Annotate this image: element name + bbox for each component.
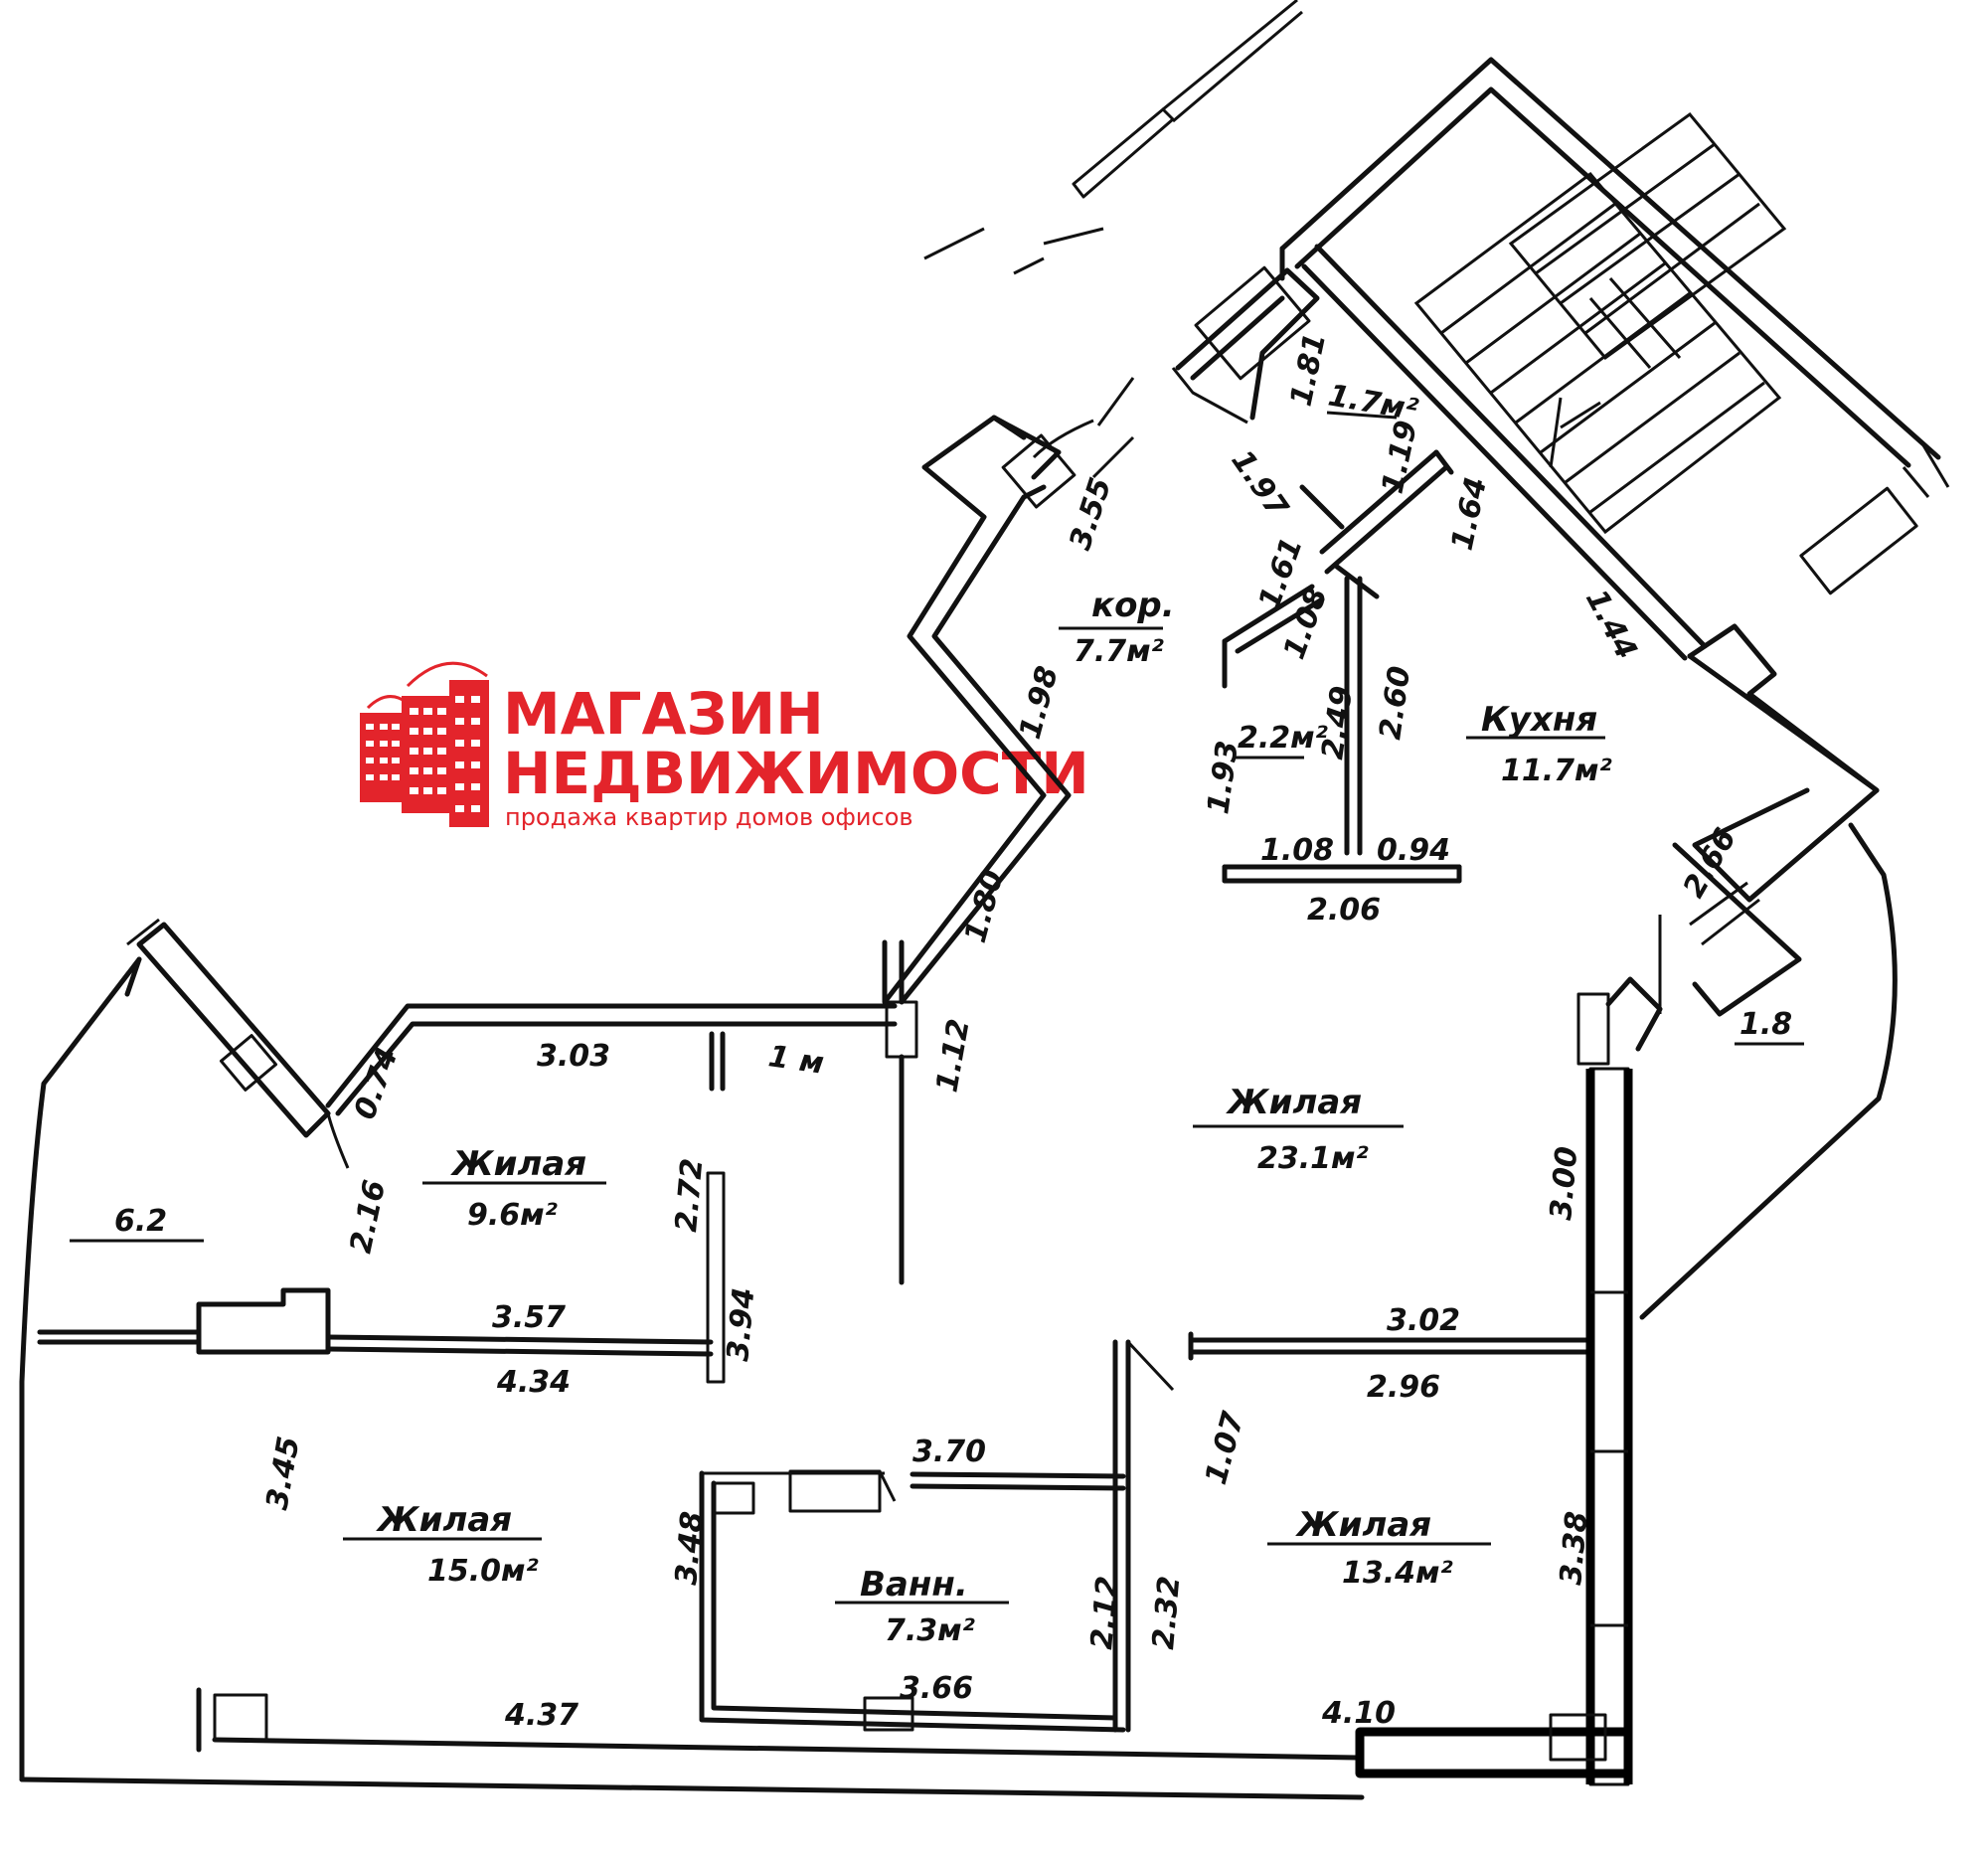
- room-name-living-main: Жилая: [1226, 1083, 1362, 1122]
- dim-4-37: 4.37: [504, 1698, 579, 1733]
- dim-3-94: 3.94: [721, 1286, 761, 1363]
- dim-1-80: 1.80: [958, 867, 1011, 947]
- room-area-bath: 7.3м²: [885, 1613, 975, 1648]
- dim-0-94: 0.94: [1377, 833, 1450, 868]
- logo: МАГАЗИН НЕДВИЖИМОСТИ продажа квартир дом…: [360, 661, 1089, 831]
- dim-1-81: 1.81: [1284, 330, 1334, 410]
- logo-line1: МАГАЗИН: [503, 680, 824, 748]
- dim-1-44: 1.44: [1578, 584, 1644, 665]
- room-area-kitchen: 11.7м²: [1501, 754, 1612, 788]
- room-area-pantry: 1.7м²: [1326, 378, 1421, 427]
- dim-2-72: 2.72: [669, 1157, 710, 1234]
- room-area-living-left: 15.0м²: [427, 1554, 539, 1589]
- dim-3-48: 3.48: [669, 1510, 710, 1587]
- dim-2-12: 2.12: [1084, 1575, 1125, 1651]
- dim-4-34: 4.34: [496, 1365, 571, 1400]
- dim-4-10: 4.10: [1321, 1696, 1396, 1731]
- room-area-living-main: 23.1м²: [1257, 1141, 1369, 1176]
- dim-2-06: 2.06: [1307, 893, 1381, 928]
- dim-0-74: 0.74: [348, 1043, 406, 1124]
- stairs: [1413, 111, 1787, 535]
- dim-3-70: 3.70: [912, 1435, 986, 1469]
- room-area-loggia-left: 6.2: [114, 1204, 167, 1239]
- logo-line2: НЕДВИЖИМОСТИ: [503, 740, 1089, 807]
- room-area-living-small: 9.6м²: [467, 1198, 558, 1233]
- dim-2-16: 2.16: [344, 1177, 394, 1257]
- outer-wall-bottom: [19, 1776, 1365, 1800]
- room-area-loggia-right: 1.8: [1740, 1007, 1792, 1042]
- wall-column: [196, 1287, 331, 1355]
- dim-1-08-b: 1.08: [1260, 833, 1334, 868]
- dim-1-07: 1.07: [1199, 1408, 1251, 1488]
- logo-tagline: продажа квартир домов офисов: [505, 803, 913, 831]
- dim-1-m: 1 м: [766, 1039, 826, 1081]
- dim-3-02: 3.02: [1387, 1303, 1460, 1338]
- dim-3-00: 3.00: [1544, 1145, 1584, 1222]
- walls: [19, 0, 1950, 1800]
- dim-3-66: 3.66: [900, 1671, 973, 1706]
- dim-3-55: 3.55: [1063, 473, 1118, 554]
- dim-2-96: 2.96: [1367, 1370, 1440, 1405]
- room-name-living-small: Жилая: [450, 1144, 586, 1184]
- building-logo-icon: [360, 661, 489, 827]
- dim-3-45: 3.45: [259, 1434, 306, 1512]
- dim-1-19: 1.19: [1376, 418, 1425, 497]
- outer-wall-left: [19, 956, 142, 1782]
- room-name-living-left: Жилая: [376, 1500, 512, 1540]
- left-balcony-wall: [136, 922, 331, 1138]
- dim-1-93: 1.93: [1201, 739, 1245, 816]
- room-labels: кор. 7.7м² Кухня 11.7м² Жилая 23.1м² Жил…: [70, 378, 1804, 1648]
- dim-3-38: 3.38: [1554, 1510, 1594, 1587]
- room-area-living-right: 13.4м²: [1342, 1556, 1453, 1591]
- room-name-kitchen: Кухня: [1481, 700, 1597, 740]
- room-area-closet: 2.2м²: [1238, 721, 1328, 756]
- room-name-bath: Ванн.: [860, 1565, 968, 1605]
- dim-1-64: 1.64: [1445, 474, 1495, 554]
- dim-3-57: 3.57: [492, 1300, 566, 1335]
- dim-2-49: 2.49: [1315, 684, 1360, 761]
- room-area-corridor: 7.7м²: [1074, 634, 1164, 669]
- dim-2-32: 2.32: [1146, 1575, 1187, 1651]
- wall-living-small-top: [325, 1003, 898, 1108]
- dim-3-03: 3.03: [537, 1039, 610, 1074]
- dim-1-98: 1.98: [1013, 663, 1066, 744]
- room-name-corridor: кор.: [1091, 586, 1175, 625]
- right-loggia-wall: [1639, 822, 1898, 1320]
- room-name-living-right: Жилая: [1295, 1505, 1431, 1545]
- dim-1-97: 1.97: [1224, 444, 1294, 525]
- dim-1-12: 1.12: [929, 1016, 976, 1095]
- dim-2-60: 2.60: [1373, 664, 1417, 742]
